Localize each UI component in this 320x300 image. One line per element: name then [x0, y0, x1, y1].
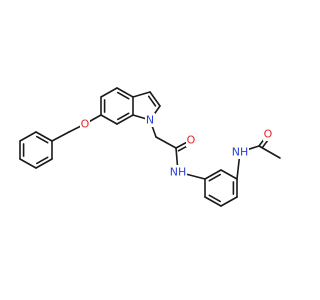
bond-p5-p6 — [204, 196, 222, 207]
bond-i7-i6 — [100, 114, 118, 125]
bond-p1-p2-inner — [208, 173, 221, 182]
bond-i7a-i7-inner — [117, 112, 130, 121]
atom-background-N2 — [169, 165, 187, 179]
bond-i4-i3a — [116, 87, 134, 98]
bond-bz3-bz4-inner — [35, 135, 49, 144]
atom-label-N3: NH — [232, 146, 249, 159]
atom-label-N2: NH — [170, 166, 187, 179]
atom-background-O1 — [80, 117, 90, 131]
bond-p2-p3 — [220, 169, 238, 180]
bond-i7a-i7 — [116, 114, 134, 125]
atom-background-O2 — [186, 133, 196, 147]
bond-p1-p2 — [204, 169, 222, 180]
atom-label-O2: O — [187, 134, 196, 147]
bond-bz2-bz3 — [19, 131, 37, 142]
bond-bz6-bz1 — [19, 158, 37, 169]
atom-background-N1 — [145, 113, 155, 127]
atom-label-O3: O — [264, 128, 273, 141]
bond-bz5-bz6-inner — [35, 156, 49, 165]
atom-label-layer: O N O NH NH O — [80, 113, 273, 179]
molecule-structure: O N O NH NH O — [19, 87, 281, 207]
bond-cac-me — [258, 145, 281, 159]
bond-i4-i3a-inner — [117, 91, 130, 100]
bond-p4-p5 — [220, 196, 238, 207]
bond-i3-i2-inner — [147, 95, 157, 107]
bond-p5-p6-inner — [208, 194, 221, 203]
bond-bz3-bz4 — [35, 131, 53, 142]
bond-i5-i4 — [100, 87, 118, 98]
bond-bz5-bz6 — [35, 158, 53, 169]
bond-i3-i2 — [149, 91, 161, 107]
bond-i3a-i3 — [132, 91, 151, 98]
atom-background-N3 — [231, 145, 249, 159]
atom-label-N1: N — [146, 114, 154, 127]
bond-bz4-ch2a — [51, 131, 70, 142]
atom-label-O1: O — [81, 118, 90, 131]
bond-ch2b-cam — [155, 136, 177, 149]
atom-background-O3 — [263, 127, 273, 141]
